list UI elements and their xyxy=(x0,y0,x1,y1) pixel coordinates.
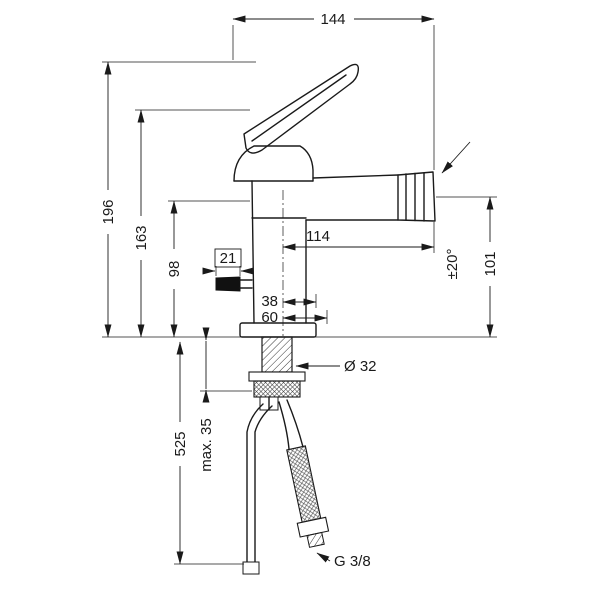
dim-label-38: 38 xyxy=(261,293,278,310)
faucet-outline xyxy=(215,63,436,338)
hose-end-fitting xyxy=(242,561,260,575)
aerator-housing xyxy=(397,171,436,222)
dimension-layer: 144 196 163 98 21 xyxy=(100,11,499,570)
hose-angled-left xyxy=(278,401,290,450)
threaded-shank xyxy=(261,336,293,373)
dim-label-swivel: ±20° xyxy=(444,249,461,280)
dim-label-thread: G 3/8 xyxy=(334,553,371,570)
dim-163: 163 xyxy=(133,109,250,338)
dim-label-144: 144 xyxy=(320,11,345,28)
dim-label-114: 114 xyxy=(306,228,330,245)
mounting-nut xyxy=(253,380,301,398)
spout-top-edge xyxy=(312,174,399,179)
hose-angled-right xyxy=(286,399,304,448)
dim-114: 114 xyxy=(282,222,435,253)
dim-label-98: 98 xyxy=(166,261,183,278)
lever-handle xyxy=(243,63,360,154)
dim-38: 38 xyxy=(261,293,317,310)
dim-60: 60 xyxy=(261,309,328,326)
under-deck-assembly xyxy=(242,336,330,575)
dim-label-196: 196 xyxy=(100,199,117,224)
hose-straight-left xyxy=(246,403,264,563)
washer xyxy=(248,371,306,382)
dim-label-diameter: Ø 32 xyxy=(344,358,377,375)
dim-label-60: 60 xyxy=(261,309,278,326)
base-plate xyxy=(239,322,317,338)
body-left-edge xyxy=(251,180,255,324)
dim-label-max-35: max. 35 xyxy=(198,418,215,471)
lever-highlight-line xyxy=(251,74,347,142)
dim-label-525: 525 xyxy=(172,431,189,456)
dim-196: 196 xyxy=(100,61,256,338)
braided-sleeve xyxy=(286,445,322,523)
connector-tip xyxy=(306,531,325,548)
dim-98: 98 xyxy=(166,200,250,338)
dim-21: 21 xyxy=(202,248,254,276)
dim-label-101: 101 xyxy=(482,251,499,276)
braided-connector xyxy=(286,445,330,548)
dim-max-35: max. 35 xyxy=(198,327,252,472)
dim-525: 525 xyxy=(172,341,244,565)
dim-thread: G 3/8 xyxy=(316,552,371,570)
handle-dome xyxy=(233,145,314,182)
dim-label-163: 163 xyxy=(133,225,150,250)
dim-label-21: 21 xyxy=(220,250,237,267)
dim-diameter: Ø 32 xyxy=(295,358,377,375)
dim-144: 144 xyxy=(232,11,435,170)
hose-straight-right xyxy=(254,405,273,563)
dim-101: 101 xyxy=(436,196,499,338)
side-tab xyxy=(215,276,241,292)
dim-swivel-angle: ±20° xyxy=(441,141,471,280)
